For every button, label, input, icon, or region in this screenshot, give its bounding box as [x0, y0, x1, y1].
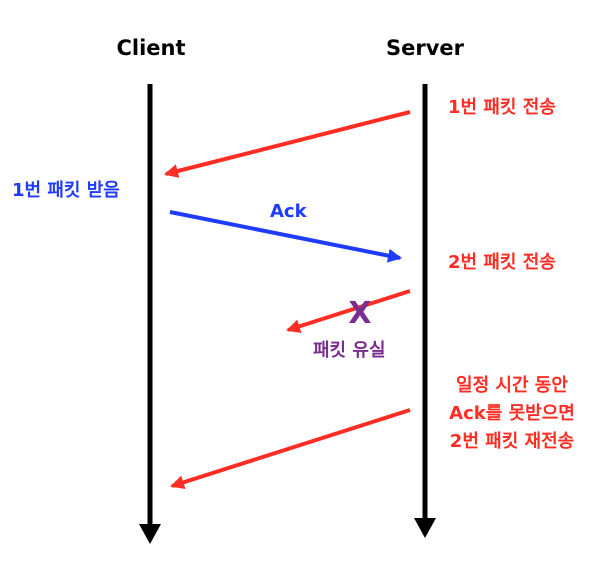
server-lifeline-arrowhead-icon: [414, 518, 436, 538]
packet-lost-label: 패킷 유실: [313, 340, 386, 361]
client-lifeline-arrowhead-icon: [139, 524, 161, 544]
packet2-lost-arrow: [286, 289, 411, 334]
ack-label: Ack: [270, 201, 307, 222]
packet1-receive-label: 1번 패킷 받음: [12, 180, 120, 201]
client-lifeline: [139, 84, 161, 544]
packet2-send-label: 2번 패킷 전송: [448, 252, 556, 273]
retransmit-arrow: [170, 408, 411, 490]
packet1-send-label: 1번 패킷 전송: [448, 97, 556, 118]
retransmit-line-1: 일정 시간 동안: [456, 375, 568, 396]
retransmit-line-2: Ack를 못받으면: [449, 403, 575, 424]
server-heading: Server: [385, 36, 465, 60]
server-lifeline: [414, 84, 436, 538]
ack-arrow: [169, 210, 402, 263]
packet-lost-x-mark: X: [348, 296, 372, 331]
retransmit-line-3: 2번 패킷 재전송: [449, 431, 575, 452]
client-heading: Client: [116, 36, 186, 60]
retransmit-note: 일정 시간 동안 Ack를 못받으면 2번 패킷 재전송: [449, 372, 575, 456]
packet1-arrow: [164, 110, 411, 178]
